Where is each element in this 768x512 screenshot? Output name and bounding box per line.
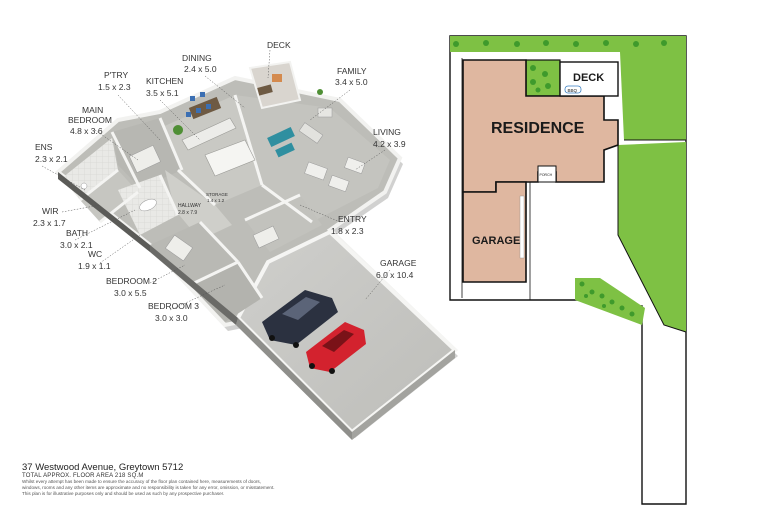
bbq (564, 85, 582, 94)
lawn-top (450, 36, 686, 52)
label-main-bedroom-name1: MAIN (82, 105, 103, 115)
label-main-bedroom-dim: 4.8 x 3.6 (70, 126, 103, 136)
label-kitchen-name: KITCHEN (146, 76, 183, 86)
garage-footprint (462, 181, 527, 283)
site-residence-label: RESIDENCE (491, 120, 585, 137)
exterior-wall-left (58, 172, 150, 252)
lawn-right (620, 52, 686, 140)
trees-top (453, 40, 667, 47)
label-bedroom2-dim: 3.0 x 5.5 (114, 288, 147, 298)
label-ensuite-name: ENS (35, 142, 53, 152)
label-living-dim: 4.2 x 3.9 (373, 139, 406, 149)
boundary-line (617, 145, 687, 333)
isometric-floor-plan (54, 60, 459, 440)
toilet (80, 182, 88, 190)
label-hallway-dim: 2.8 x 7.9 (178, 210, 197, 216)
bedroom-3-bed (252, 225, 280, 249)
room-labels: DINING 2.4 x 5.0 DECK FAMILY 3.4 x 5.0 P… (33, 40, 417, 323)
label-living-name: LIVING (373, 127, 401, 137)
label-bath-name: BATH (66, 228, 88, 238)
total-floor-area: TOTAL APPROX. FLOOR AREA 218 SQ.M (22, 473, 144, 479)
lawn-side (618, 142, 686, 332)
footer: 37 Westwood Avenue, Greytown 5712 TOTAL … (22, 462, 442, 497)
disclaimer-line-2: windows, rooms and any other items are a… (22, 485, 275, 490)
label-main-bedroom-name2: BEDROOM (68, 115, 112, 125)
label-storage-dim: 1.4 x 1.2 (207, 198, 225, 203)
site-bbq-label: BBQ (568, 88, 578, 93)
bedroom-2-floor (150, 222, 238, 285)
family-lounge (267, 107, 333, 158)
label-wir-name: WIR (42, 206, 59, 216)
wir-floor (80, 170, 138, 222)
label-garage-dim: 6.0 x 10.4 (376, 270, 414, 280)
deck-floor (248, 60, 302, 110)
label-storage-name: STORAGE (206, 192, 228, 197)
living-family-floor (235, 95, 390, 222)
dark-car (262, 290, 338, 348)
garage-side-wall (352, 350, 455, 440)
exterior-wall-bottom (150, 245, 238, 325)
dining-table (188, 96, 222, 120)
label-leader-lines (41, 49, 391, 311)
label-bath-dim: 3.0 x 2.1 (60, 240, 93, 250)
hallway-floor (165, 170, 232, 240)
site-plan: RESIDENCE GARAGE DECK BBQ PORCH (449, 35, 687, 505)
ensuite-floor (62, 138, 118, 200)
label-wc-name: WC (88, 249, 102, 259)
trees-bottom (579, 281, 635, 317)
disclaimer-line-3: This plan is for illustrative purposes o… (22, 491, 225, 496)
label-family-dim: 3.4 x 5.0 (335, 77, 368, 87)
label-kitchen-dim: 3.5 x 5.1 (146, 88, 179, 98)
label-entry-dim: 1.8 x 2.3 (331, 226, 364, 236)
bedroom-2-bed (165, 234, 193, 262)
label-bedroom2-name: BEDROOM 2 (106, 276, 157, 286)
label-family-name: FAMILY (337, 66, 367, 76)
site-porch-label: PORCH (540, 173, 553, 177)
label-ensuite-dim: 2.3 x 2.1 (35, 154, 68, 164)
disclaimer-line-1: Whilst every attempt has been made to en… (22, 479, 262, 484)
porch-footprint (537, 165, 557, 183)
garage-door (519, 195, 525, 259)
label-bedroom3-name: BEDROOM 3 (148, 301, 199, 311)
label-wc-dim: 1.9 x 1.1 (78, 261, 111, 271)
label-deck-name: DECK (267, 40, 291, 50)
courtyard-garden (525, 59, 561, 97)
kitchen-dining-floor (160, 95, 262, 205)
red-car (306, 322, 366, 374)
dining-chairs (186, 92, 211, 117)
interior-walls (79, 94, 313, 299)
site-garage-label: GARAGE (472, 235, 520, 247)
property-address: 37 Westwood Avenue, Greytown 5712 (22, 462, 184, 473)
bathtub (139, 198, 157, 212)
label-bedroom3-dim: 3.0 x 3.0 (155, 313, 188, 323)
label-pantry-dim: 1.5 x 2.3 (98, 82, 131, 92)
kitchen-bench (181, 117, 237, 151)
main-bed (129, 145, 161, 173)
plant (317, 89, 323, 95)
deck-furniture (257, 74, 282, 96)
label-dining-dim: 2.4 x 5.0 (184, 64, 217, 74)
label-dining-name: DINING (182, 53, 212, 63)
label-entry-name: ENTRY (338, 214, 367, 224)
label-pantry-name: P'TRY (104, 70, 128, 80)
garage-front-wall (236, 318, 352, 440)
label-wir-dim: 2.3 x 1.7 (33, 218, 66, 228)
site-deck-label: DECK (573, 72, 604, 84)
kitchen-island (204, 139, 256, 177)
label-hallway-name: HALLWAY (178, 203, 202, 209)
living-sofas (304, 156, 366, 193)
label-garage-name: GARAGE (380, 258, 417, 268)
plant (173, 125, 183, 135)
courtyard-trees (530, 65, 551, 93)
